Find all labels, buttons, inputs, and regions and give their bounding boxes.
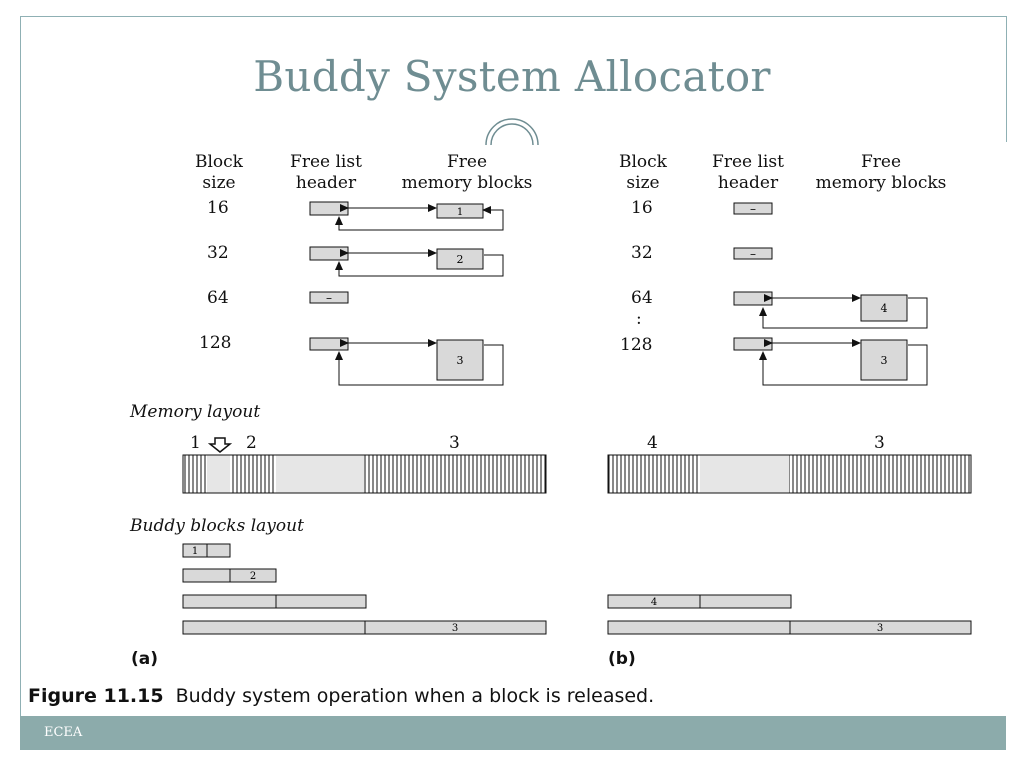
free-list-b-16: –	[733, 202, 773, 216]
mem-label-a-2: 2	[246, 433, 257, 453]
free-block-label: 1	[457, 207, 463, 218]
release-arrow-icon	[207, 437, 233, 453]
empty-mark: –	[750, 202, 756, 216]
empty-list-box	[309, 291, 349, 304]
allocated-region	[608, 455, 700, 493]
allocated-region	[789, 455, 971, 493]
allocated-region	[364, 455, 546, 493]
memory-bar-outline	[182, 454, 547, 494]
free-list-b-128: 3	[733, 337, 928, 386]
empty-list-box	[733, 202, 773, 215]
frame-right-line	[1006, 16, 1007, 142]
figure-number: Figure 11.15	[28, 685, 164, 707]
memory-layout-a	[182, 437, 547, 494]
allocated-region	[230, 455, 276, 493]
panel-tag-a: (a)	[131, 649, 159, 669]
buddy-layout-b: 4 3	[607, 594, 972, 635]
memory-layout-b	[607, 454, 972, 494]
free-region-4	[700, 455, 789, 493]
allocated-region	[183, 455, 207, 493]
list-header-box	[309, 246, 349, 261]
free-block-label: 3	[457, 354, 464, 367]
size-label-a-64: 64	[207, 288, 229, 308]
size-label-b-64: 64	[631, 288, 653, 308]
free-list-b-32: –	[733, 247, 773, 261]
slide-title: Buddy System Allocator	[253, 52, 771, 101]
frame-top-line	[20, 16, 1007, 17]
mem-label-b-3: 3	[874, 433, 885, 453]
free-list-b-64: 4	[733, 291, 928, 329]
figure-caption-text: Buddy system operation when a block is r…	[175, 685, 655, 707]
size-label-a-128: 128	[199, 333, 232, 353]
free-block-label: 4	[881, 302, 888, 315]
mem-label-a-1: 1	[190, 433, 201, 453]
list-header-box	[733, 337, 773, 351]
buddy-layout-a: 1 2 3	[182, 543, 547, 635]
footer-bar: ECEA	[20, 716, 1006, 750]
free-block-label: 3	[881, 354, 888, 367]
list-header-box	[309, 337, 349, 351]
empty-list-box	[733, 247, 773, 260]
footer-text: ECEA	[44, 725, 83, 740]
frame-left-line	[20, 16, 21, 750]
panel-tag-b: (b)	[608, 649, 636, 669]
free-list-a-32: 2	[309, 246, 504, 277]
free-region-2	[276, 455, 364, 493]
size-label-a-32: 32	[207, 243, 229, 263]
list-header-box	[733, 291, 773, 306]
size-label-b-32: 32	[631, 243, 653, 263]
free-list-a-64: –	[309, 291, 349, 305]
mem-label-a-3: 3	[449, 433, 460, 453]
free-block-label: 2	[457, 253, 464, 266]
size-label-b-128: 128	[620, 335, 653, 355]
buddy-label-3: 3	[452, 623, 458, 634]
buddy-label-4: 4	[651, 597, 657, 608]
buddy-row-64	[182, 594, 367, 609]
figure-caption: Figure 11.15 Buddy system operation when …	[28, 685, 654, 707]
size-label-b-16: 16	[631, 198, 653, 218]
buddy-label-1: 1	[192, 546, 198, 557]
buddy-layout-heading: Buddy blocks layout	[130, 516, 304, 536]
free-block-4	[860, 294, 908, 322]
list-header-box	[309, 201, 349, 216]
mem-label-b-4: 4	[647, 433, 658, 453]
empty-mark: –	[750, 247, 756, 261]
buddy-label-2: 2	[250, 571, 256, 582]
free-block-3	[436, 339, 484, 381]
free-block-2	[436, 248, 484, 270]
memory-bar-outline	[607, 454, 972, 494]
memory-layout-heading: Memory layout	[130, 402, 261, 422]
free-block-3	[860, 339, 908, 381]
buddy-label-3: 3	[877, 623, 883, 634]
free-region-1	[207, 455, 230, 493]
free-list-a-16: 1	[309, 201, 504, 231]
free-list-a-128: 3	[309, 337, 504, 386]
empty-mark: –	[326, 291, 332, 305]
size-label-a-16: 16	[207, 198, 229, 218]
ellipsis-mark: :	[636, 309, 642, 329]
arc-ornament-icon	[485, 118, 539, 146]
